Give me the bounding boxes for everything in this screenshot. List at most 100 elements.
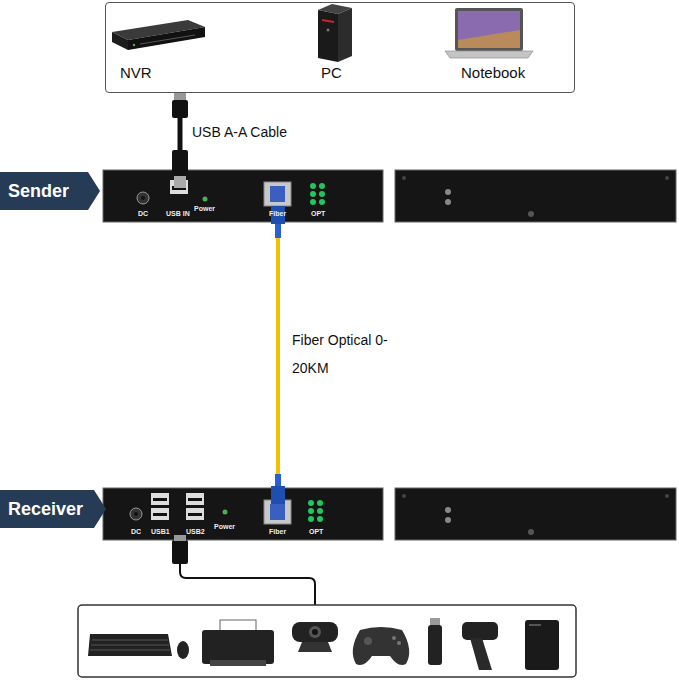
port-label: Power [194, 205, 215, 212]
pc-icon [322, 20, 334, 22]
nvr-icon [112, 32, 128, 50]
keyboard-icon [91, 645, 169, 646]
device-panel: DCUSB1USB2PowerFiberOPT [103, 488, 383, 540]
webcam-icon [292, 622, 338, 642]
webcam-icon [312, 629, 318, 635]
gamepad-icon [392, 636, 396, 640]
port-label: Fiber [269, 210, 286, 217]
gamepad-icon [364, 637, 372, 645]
device-label: NVR [120, 65, 152, 80]
peripherals-box [78, 605, 576, 677]
receiver-front-panel [223, 510, 228, 515]
receiver-front-panel [153, 498, 167, 501]
usb-plug [172, 100, 188, 118]
sender-back-panel [528, 211, 534, 217]
usb-wire [174, 535, 186, 541]
gamepad-icon [353, 627, 409, 665]
receiver-back-panel [395, 488, 676, 540]
nvr-icon [133, 44, 135, 46]
receiver-front-panel [188, 498, 202, 501]
usb-plug [174, 93, 186, 100]
lc-connector [271, 524, 285, 525]
lc-connector [271, 206, 285, 504]
notebook-icon [458, 11, 520, 40]
receiver-back-panel [402, 494, 406, 498]
port-label: DC [131, 528, 141, 535]
webcam-icon [298, 642, 332, 652]
receiver-back-panel [528, 529, 534, 535]
notebook-icon [458, 11, 520, 48]
receiver-front-panel [317, 500, 323, 506]
receiver-front-panel [270, 504, 285, 520]
nvr-icon [128, 27, 205, 50]
gamepad-icon [353, 627, 409, 665]
usb-plug [172, 150, 188, 176]
receiver-front-panel [186, 508, 204, 520]
usb-plug [172, 93, 188, 188]
cable-label: USB A-A Cable [192, 124, 287, 140]
scanner-icon [462, 622, 498, 670]
receiver-front-panel [153, 513, 167, 516]
sender-front-panel [310, 191, 316, 197]
sender-front-panel [203, 197, 208, 202]
keyboard-icon [88, 634, 189, 659]
receiver-back-panel [445, 517, 451, 523]
receiver-back-panel [395, 488, 676, 540]
keyboard-icon [88, 634, 172, 656]
keyboard-icon [90, 650, 170, 651]
device-label: PC [321, 65, 342, 80]
receiver-front-panel [134, 512, 138, 516]
printer-icon [202, 630, 274, 664]
sender-front-panel [270, 186, 285, 202]
fiber-cable [276, 222, 280, 488]
port-label: USB1 [151, 528, 170, 535]
pc-icon [338, 8, 352, 62]
port-label: DC [138, 210, 148, 217]
notebook-icon [445, 8, 533, 58]
nvr-icon [140, 35, 195, 44]
usb-wire [172, 540, 188, 564]
keyboard-icon [177, 641, 189, 659]
pc-icon [318, 4, 352, 62]
notebook-icon [455, 8, 523, 51]
port-label: OPT [311, 210, 325, 217]
port-label: USB IN [166, 210, 190, 217]
sender-front-panel [264, 182, 291, 206]
receiver-front-panel [103, 488, 383, 540]
usb-stick-icon [428, 618, 442, 665]
usb-wire [180, 564, 315, 605]
usb-wire [172, 535, 315, 605]
usb-stick-icon [428, 625, 442, 665]
tag-label: Sender [8, 182, 69, 200]
printer-icon [202, 620, 274, 666]
gamepad-icon [397, 641, 401, 645]
sender-front-panel [310, 183, 316, 189]
receiver-front-panel [188, 513, 202, 516]
hard-drive-icon [525, 620, 559, 670]
receiver-back-panel [665, 494, 669, 498]
receiver-front-panel [151, 493, 169, 505]
tag-shape [0, 490, 106, 528]
receiver-front-panel [317, 516, 323, 522]
receiver-front-panel [186, 493, 204, 505]
port-label: Fiber [269, 528, 286, 535]
sender-front-panel [141, 196, 145, 200]
receiver-front-panel [151, 508, 169, 520]
webcam-icon [309, 626, 321, 638]
receiver-front-panel [308, 516, 314, 522]
peripherals-box [78, 605, 576, 677]
receiver-back-panel [445, 507, 451, 513]
device-panel: DC USB IN PowerFiber OPT [103, 170, 383, 222]
pc-icon [318, 10, 338, 62]
section-tag: Sender [0, 172, 100, 210]
nvr-icon [112, 20, 205, 50]
receiver-front-panel [103, 488, 383, 540]
sender-front-panel [319, 199, 325, 205]
port-label: OPT [309, 528, 323, 535]
sender-front-panel [137, 192, 149, 204]
lc-connector [275, 224, 281, 238]
keyboard-icon [92, 640, 168, 641]
sender-front-panel [310, 199, 316, 205]
sender-back-panel [402, 176, 406, 180]
receiver-front-panel [130, 508, 142, 520]
